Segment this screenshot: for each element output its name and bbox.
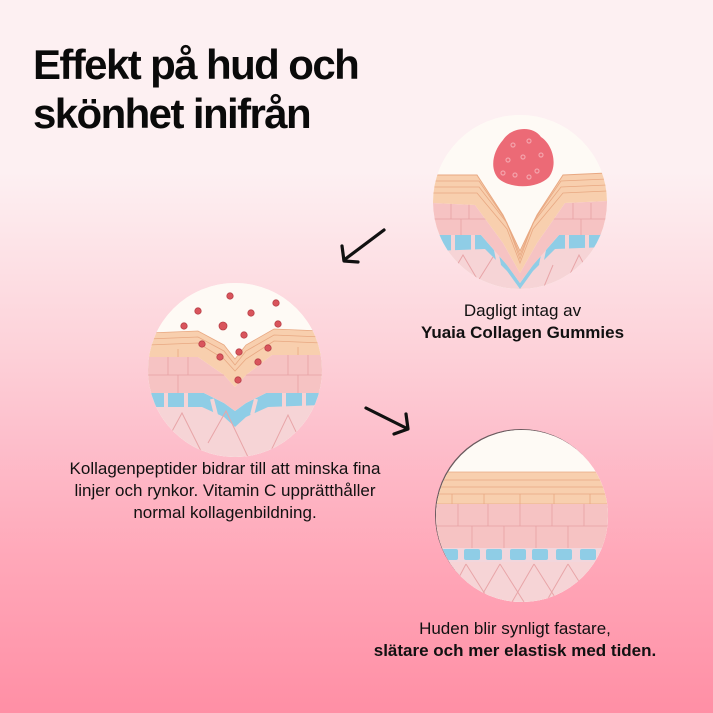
skin-absorbing-collagen-illustration [148,283,322,457]
step-2-caption-line-3: normal kollagenbildning. [133,503,317,522]
skin-collagen-icon [148,283,322,457]
page-title: Effekt på hud och skönhet inifrån [33,40,360,138]
skin-with-gummy-illustration [433,115,607,289]
step-2-caption: Kollagenpeptider bidrar till att minska … [40,458,410,524]
title-line-2: skönhet inifrån [33,90,312,137]
step-2-caption-line-2: linjer och rynkor. Vitamin C upprätthåll… [74,481,376,500]
skin-dent-icon [433,115,607,289]
step-3-caption-line-1: Huden blir synligt fastare, [419,619,611,638]
arrow-down-right-icon [364,406,410,436]
step-3-caption-line-2: slätare och mer elastisk med tiden. [373,641,657,660]
collagen-particles [180,292,282,384]
step-3-caption: Huden blir synligt fastare, slätare och … [345,618,685,662]
smooth-skin-illustration [436,430,608,602]
smooth-skin-icon [436,430,608,602]
product-name: Yuaia Collagen Gummies [420,323,625,342]
arrow-down-left-icon [340,228,386,264]
step-2-caption-line-1: Kollagenpeptider bidrar till att minska … [69,459,381,478]
title-line-1: Effekt på hud och [33,41,360,88]
step-1-caption: Dagligt intag av Yuaia Collagen Gummies [395,300,650,344]
step-1-caption-line-1: Dagligt intag av [463,301,582,320]
